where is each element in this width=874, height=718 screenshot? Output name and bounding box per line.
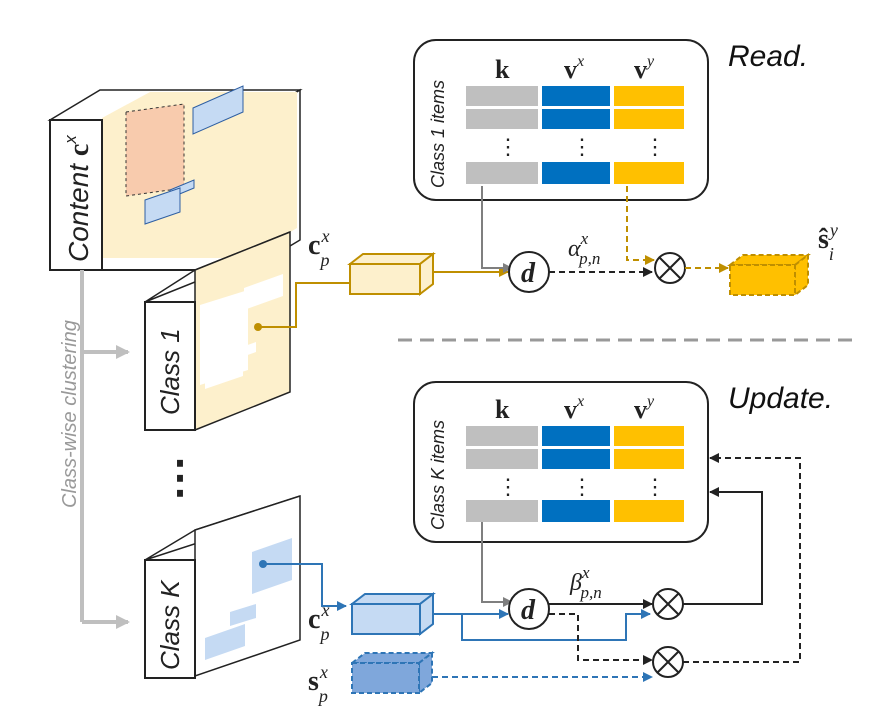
classk-block: Class K [144,494,301,679]
update-distance-symbol: d [521,595,536,626]
update-key-column [466,426,538,522]
update-heading: Update. [728,382,833,415]
clustering-label: Class-wise clustering [59,320,81,508]
read-ellipsis-vx: ⋮ [571,134,593,159]
read-group-label: Class 1 items [428,80,448,188]
read-col-k: k [495,55,510,84]
content-block: Content cx [47,85,303,272]
update-memory-panel: Class K items k vx vy ⋮ ⋮ ⋮ [413,381,709,543]
classk-label: Class K [155,579,185,670]
class1-block: Class 1 [144,230,291,432]
update-value-x-column [542,426,610,522]
clustering-arrows: Class-wise clustering [59,270,130,629]
update-query-box [349,591,436,637]
read-flow: d [258,186,811,328]
read-key-column [466,86,538,184]
read-memory-panel: Class 1 items k vx vy ⋮ ⋮ ⋮ [413,39,709,201]
update-col-k: k [495,395,510,424]
update-style-box [349,650,435,696]
update-distance-node [508,588,550,630]
read-value-x-column [542,86,610,184]
update-ellipsis-k: ⋮ [497,474,519,499]
update-value-y-column [614,426,684,522]
update-flow: d [263,453,801,696]
update-col-vx: vx [564,393,584,424]
update-group-label: Class K items [428,420,448,530]
read-ellipsis-vy: ⋮ [644,134,666,159]
update-col-vy: vy [634,393,655,424]
read-heading: Read. [728,40,808,73]
class1-label: Class 1 [155,328,185,415]
read-value-y-column [614,86,684,184]
read-col-vy: vy [634,53,655,84]
update-ellipsis-vx: ⋮ [571,474,593,499]
read-query-box [347,251,436,297]
content-label: Content cx [61,135,95,262]
class-dots: ⋮ [158,453,202,502]
read-ellipsis-k: ⋮ [497,134,519,159]
read-distance-symbol: d [521,258,536,289]
read-col-vx: vx [564,53,584,84]
update-ellipsis-vy: ⋮ [644,474,666,499]
read-output-box [727,252,811,298]
